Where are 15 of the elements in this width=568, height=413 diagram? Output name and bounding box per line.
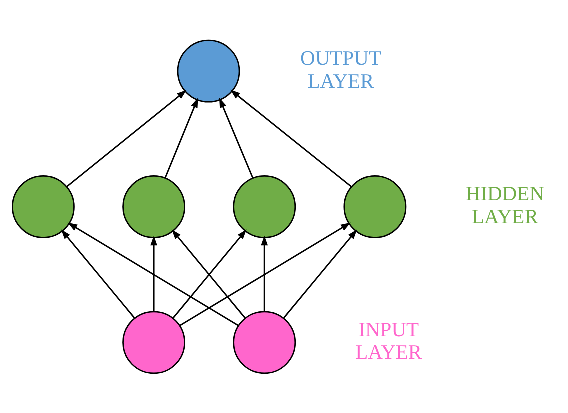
label: INPUT LAYER bbox=[356, 318, 422, 364]
arrow bbox=[61, 229, 136, 318]
arrow bbox=[164, 98, 198, 178]
node-circle bbox=[122, 310, 186, 374]
arrow bbox=[68, 222, 240, 326]
label: HIDDEN LAYER bbox=[466, 183, 544, 228]
arrow bbox=[180, 222, 351, 326]
arrow bbox=[66, 90, 187, 187]
arrow bbox=[261, 235, 268, 312]
node-circle bbox=[233, 310, 296, 374]
arrow bbox=[150, 235, 158, 312]
arrow bbox=[219, 98, 254, 178]
arrow bbox=[283, 229, 358, 318]
arrow bbox=[230, 89, 352, 187]
label: OUTPUT LAYER bbox=[300, 47, 382, 92]
